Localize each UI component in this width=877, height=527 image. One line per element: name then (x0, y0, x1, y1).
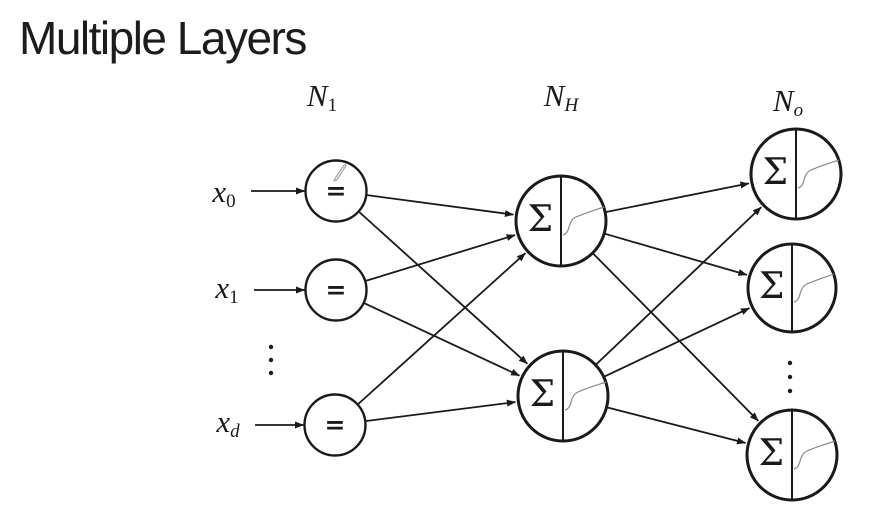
edge-hidden-output (592, 253, 759, 422)
activation-curve (562, 206, 605, 236)
activation-curve (564, 381, 607, 411)
input-ellipsis-dot (268, 344, 274, 350)
pen-cursor-icon (333, 164, 347, 182)
edge-hidden-output (605, 181, 750, 213)
output-ellipsis-dot (787, 360, 793, 366)
input-ellipsis-dot (268, 357, 274, 363)
input-label: x0 (211, 174, 235, 212)
input-node (303, 393, 367, 457)
activation-curve (793, 440, 836, 470)
activation-curve (793, 273, 835, 303)
edge-input-hidden (364, 302, 520, 377)
edge-input-hidden (365, 234, 516, 282)
edge-input-hidden (366, 399, 516, 422)
input-label: x1 (214, 270, 238, 308)
equals-symbol: = (326, 176, 347, 205)
output-ellipsis-dot (787, 374, 793, 380)
input-ellipsis-dot (268, 370, 274, 376)
hidden-layer-label: NH (543, 78, 580, 116)
input-label: xd (215, 404, 240, 442)
edge-input-hidden (367, 194, 514, 218)
equals-symbol: = (326, 275, 347, 304)
edge-input-hidden (358, 211, 528, 365)
edge-hidden-output (604, 307, 750, 378)
edge-hidden-output (607, 406, 747, 445)
slide-title: Multiple Layers (19, 12, 307, 64)
equals-symbol: = (325, 410, 346, 439)
input-node (304, 159, 368, 223)
input-node (304, 258, 368, 322)
edge-hidden-output (595, 206, 762, 365)
sigma-symbol: Σ (763, 152, 788, 193)
sigma-symbol: Σ (759, 266, 784, 307)
sigma-symbol: Σ (759, 433, 784, 474)
edge-input-hidden (357, 252, 526, 405)
first-layer-label: N1 (306, 78, 337, 116)
edge-hidden-output (604, 232, 748, 276)
activation-curve (797, 159, 840, 189)
sigma-symbol: Σ (530, 374, 555, 415)
sigma-symbol: Σ (528, 199, 553, 240)
output-layer-label: No (772, 83, 803, 121)
output-ellipsis-dot (787, 388, 793, 394)
